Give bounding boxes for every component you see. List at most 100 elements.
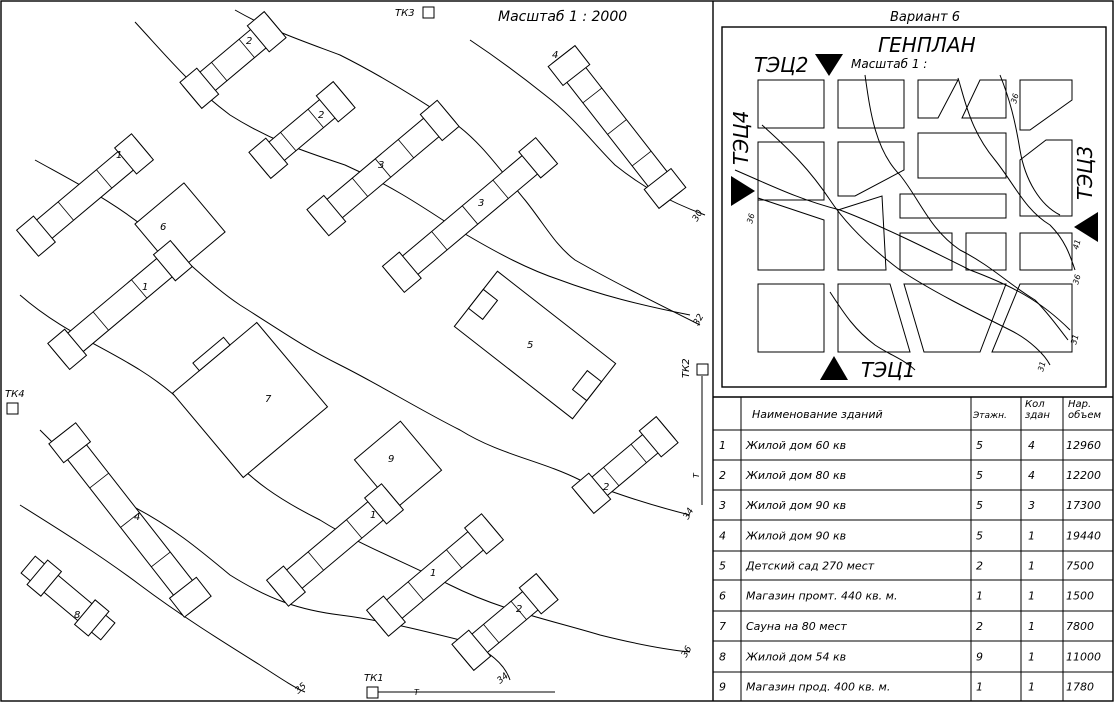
buildings: 2 4 2 [15, 10, 687, 672]
city-block [917, 79, 959, 119]
contour-line [234, 9, 701, 326]
cell-count: 1 [1028, 651, 1035, 664]
city-block [991, 283, 1073, 353]
building [353, 420, 443, 510]
building [571, 415, 679, 515]
power-plants: ТЭЦ2 ТЭЦ4 ТЭЦ3 ТЭЦ1 [729, 53, 1098, 382]
cell-name: Жилой дом 90 кв [745, 530, 846, 543]
header-volume-wrap: Нар. объем [1068, 399, 1101, 421]
plant-label: ТЭЦ1 [861, 358, 915, 382]
cell-count: 3 [1028, 499, 1035, 512]
inset-contours [734, 74, 1076, 371]
contour-line [761, 124, 1051, 366]
contour-label: 36 [1009, 92, 1020, 104]
cell-floors: 1 [976, 590, 983, 603]
plant-marker-tec1 [820, 356, 848, 380]
contour-line [19, 294, 691, 653]
building-label: 6 [160, 222, 166, 233]
cell-volume: 7800 [1066, 620, 1094, 633]
contour-line [999, 74, 1061, 216]
cell-floors: 5 [976, 439, 983, 452]
building [365, 513, 505, 637]
header-count-wrap: Кол здан [1025, 399, 1050, 421]
cell-num: 4 [719, 530, 726, 543]
city-block [837, 195, 887, 271]
heat-chamber-label: ТК3 [395, 8, 415, 19]
cell-floors: 9 [976, 651, 983, 664]
city-block [917, 132, 1007, 179]
city-block [1019, 139, 1073, 217]
contour-label: 34 [682, 506, 697, 521]
inset-genplan: Вариант 6 ГЕНПЛАН Масштаб 1 : [721, 10, 1107, 388]
heat-chamber-label: ТК1 [364, 673, 384, 684]
contour-line [957, 77, 1076, 271]
cell-num: 1 [719, 439, 726, 452]
building [453, 270, 617, 420]
plan-scale-label: Масштаб 1 : 2000 [498, 9, 627, 25]
cell-floors: 5 [976, 469, 983, 482]
building-label: 2 [603, 482, 609, 493]
inset-frame [721, 26, 1107, 388]
cell-volume: 11000 [1066, 651, 1101, 664]
city-block [757, 141, 825, 201]
cell-count: 1 [1028, 530, 1035, 543]
building [48, 422, 212, 618]
building-label: 2 [318, 110, 324, 121]
table-row: 4 Жилой дом 90 кв 5 1 19440 [719, 530, 1101, 543]
cell-num: 3 [719, 499, 726, 512]
city-block [899, 193, 1007, 219]
plant-marker-tec2 [815, 54, 843, 76]
inset-contour-labels: 36 36 41 36 31 31 [745, 92, 1082, 372]
cell-floors: 2 [976, 560, 983, 573]
plant-label: ТЭЦ4 [729, 111, 753, 165]
city-blocks [757, 79, 1073, 353]
contour-line [864, 74, 1069, 341]
building [451, 572, 559, 672]
cell-floors: 5 [976, 530, 983, 543]
cell-count: 1 [1028, 681, 1035, 694]
cell-name: Магазин прод. 400 кв. м. [746, 681, 890, 694]
heat-chamber-tk2 [696, 363, 709, 376]
cell-floors: 5 [976, 499, 983, 512]
building-label: 8 [74, 610, 80, 621]
contour-line [734, 169, 1071, 331]
genplan-title: ГЕНПЛАН [878, 33, 976, 57]
cell-floors: 2 [976, 620, 983, 633]
plant-label: ТЭЦ2 [754, 53, 808, 77]
cell-volume: 1500 [1066, 590, 1094, 603]
cell-name: Сауна на 80 мест [746, 620, 847, 633]
building-label: 9 [388, 454, 394, 465]
cell-name: Жилой дом 80 кв [745, 469, 846, 482]
cell-name: Жилой дом 60 кв [745, 439, 846, 452]
building-label: 3 [478, 198, 484, 209]
city-block [899, 232, 953, 271]
cell-num: 6 [719, 590, 726, 603]
pipe-marker: Т [414, 688, 420, 697]
cell-count: 1 [1028, 620, 1035, 633]
building [248, 80, 356, 180]
building [306, 99, 460, 237]
cell-count: 1 [1028, 590, 1035, 603]
city-block [1019, 232, 1073, 271]
inset-scale-label: Масштаб 1 : [851, 57, 927, 71]
pipe-marker: Т [692, 472, 701, 478]
building-label: 2 [246, 36, 252, 47]
building [179, 10, 287, 110]
building [15, 133, 155, 257]
contour-label: 35 [294, 681, 309, 696]
plant-marker-tec3 [1074, 212, 1098, 242]
building [47, 239, 193, 371]
building-label: 4 [552, 50, 558, 61]
cell-volume: 19440 [1066, 530, 1101, 543]
heat-chamber-label: ТК4 [5, 389, 25, 400]
buildings-table: Наименование зданий Этажн. Кол здан Нар.… [713, 396, 1113, 701]
cell-volume: 1780 [1066, 681, 1094, 694]
cell-num: 2 [719, 469, 726, 482]
building [265, 483, 405, 607]
